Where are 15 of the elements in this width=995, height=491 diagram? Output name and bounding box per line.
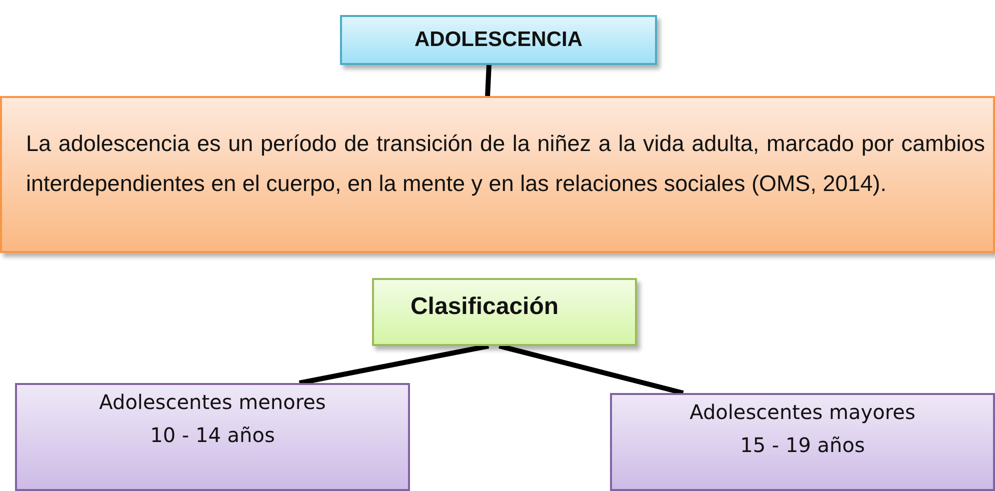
box-label: ADOLESCENCIA <box>414 28 582 52</box>
concept-box <box>372 278 637 346</box>
definition-box <box>0 96 995 253</box>
concept-box <box>15 383 410 491</box>
definition-text: La adolescencia es un período de transición de la niñez a la vida adulta, marcado por cambios interdependientes en el cuerpo, en la mente y en las relaciones sociales (OMS, 2014). <box>26 130 985 198</box>
box-label: Clasificación <box>410 293 559 321</box>
box-label: 15 - 19 años <box>740 432 865 459</box>
box-label: 10 - 14 años <box>150 422 275 449</box>
connector-line <box>485 64 492 96</box>
connector-line <box>498 344 684 396</box>
connector-line <box>298 344 490 386</box>
concept-box <box>340 15 657 65</box>
box-label: Adolescentes menores <box>99 389 326 416</box>
box-label: Adolescentes mayores <box>690 399 916 426</box>
concept-box <box>610 393 995 491</box>
